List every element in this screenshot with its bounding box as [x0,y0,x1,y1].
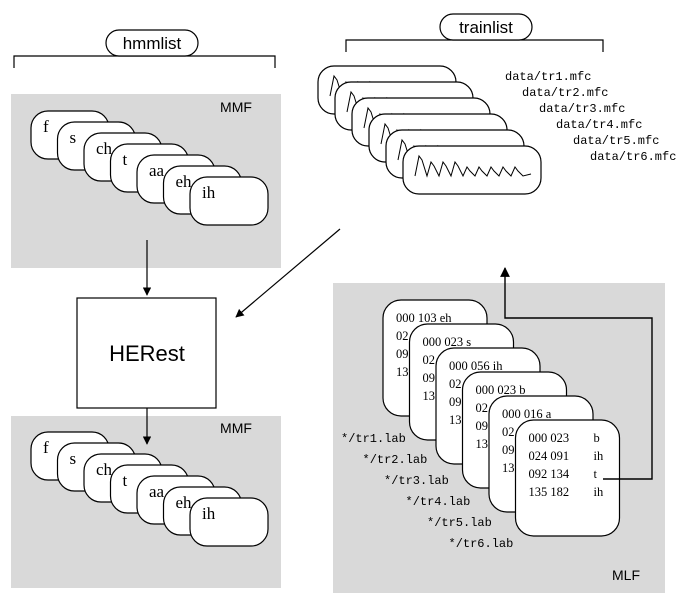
mfc-filename: data/tr6.mfc [590,150,676,164]
trainlist-bracket: trainlist [345,13,604,52]
lab-filename: */tr4.lab [406,495,471,509]
bottom-phone-label: ch [96,460,113,479]
top-phone-card-ih: ih [189,176,269,226]
top-phone-label: f [43,117,49,136]
lab-stack: 000 103 eh 02 09 13 000 023 s 02 09 13 000 056 i… [382,299,621,537]
bottom-phone-label: t [123,471,128,490]
bottom-phone-label: eh [176,493,193,512]
bottom-phone-label: s [70,449,77,468]
lab-filename: */tr5.lab [427,516,492,530]
top-phone-label: t [123,150,128,169]
arrow-mlf-to-data [500,267,653,480]
lab-card-line: 000 023 b [476,383,526,397]
lab-card-phone: ih [594,485,604,499]
lab-card-line: 02 [396,329,409,343]
lab-card-line: 09 [476,419,489,433]
lab-filename: */tr6.lab [449,537,514,551]
bottom-phone-label: ih [202,504,216,523]
lab-card-line: 000 023 s [423,335,472,349]
mmf-label-top: MMF [220,99,252,115]
mfc-filename: data/tr3.mfc [539,102,625,116]
lab-card-line: 13 [502,461,515,475]
herest-label: HERest [109,341,185,366]
lab-card-phone: t [594,467,598,481]
hmmlist-label: hmmlist [123,34,182,53]
lab-card-line: 02 [423,353,436,367]
lab-card-line: 09 [502,443,515,457]
herest-box[interactable]: HERest [76,297,217,409]
top-phone-label: s [70,128,77,147]
bottom-phone-label: aa [149,482,165,501]
mfc-stack [317,65,542,195]
trainlist-label: trainlist [459,18,513,37]
hmmlist-bracket: hmmlist [13,29,276,68]
lab-card-phone: ih [594,449,604,463]
lab-card-line: 13 [423,389,436,403]
mfc-filename: data/tr4.mfc [556,118,642,132]
lab-card-line: 02 [476,401,489,415]
lab-filename: */tr1.lab [341,432,406,446]
lab-card-line: 000 056 ih [449,359,503,373]
lab-card-line: 09 [396,347,409,361]
waveform [414,154,532,178]
lab-filenames: */tr1.lab */tr2.lab */tr3.lab */tr4.lab */tr… [341,432,513,551]
lab-card-line: 000 016 a [502,407,552,421]
lab-card-line: 13 [396,365,409,379]
top-phone-label: ch [96,139,113,158]
lab-card-line: 02 [449,377,462,391]
lab-card-line: 09 [449,395,462,409]
mfc-card [402,145,542,195]
mfc-filename: data/tr5.mfc [573,134,659,148]
top-phone-label: eh [176,172,193,191]
lab-card-line: 135 182 [529,485,570,499]
mfc-filename: data/tr1.mfc [505,70,591,84]
lab-filename: */tr2.lab [363,453,428,467]
lab-filename: */tr3.lab [384,474,449,488]
bottom-phone-card-ih: ih [189,497,269,547]
lab-card-line: 13 [449,413,462,427]
top-phone-label: ih [202,183,216,202]
bottom-phone-label: f [43,438,49,457]
lab-card-line: 024 091 [529,449,570,463]
mfc-filenames: data/tr1.mfc data/tr2.mfc data/tr3.mfc data… [505,70,676,164]
lab-card-line: 13 [476,437,489,451]
lab-card-line: 000 103 eh [396,311,452,325]
lab-card-line: 092 134 [529,467,570,481]
mfc-filename: data/tr2.mfc [522,86,608,100]
mmf-label-bottom: MMF [220,420,252,436]
top-phone-label: aa [149,161,165,180]
lab-card-line: 02 [502,425,515,439]
lab-card-line: 09 [423,371,436,385]
lab-card-line: 000 023 [529,431,570,445]
lab-card: 000 023 b 024 091 ih 092 134 t 135 182 ih [514,419,621,537]
lab-card-phone: b [594,431,600,445]
mlf-label: MLF [612,567,640,583]
arrow-data-to-herest [235,228,341,318]
